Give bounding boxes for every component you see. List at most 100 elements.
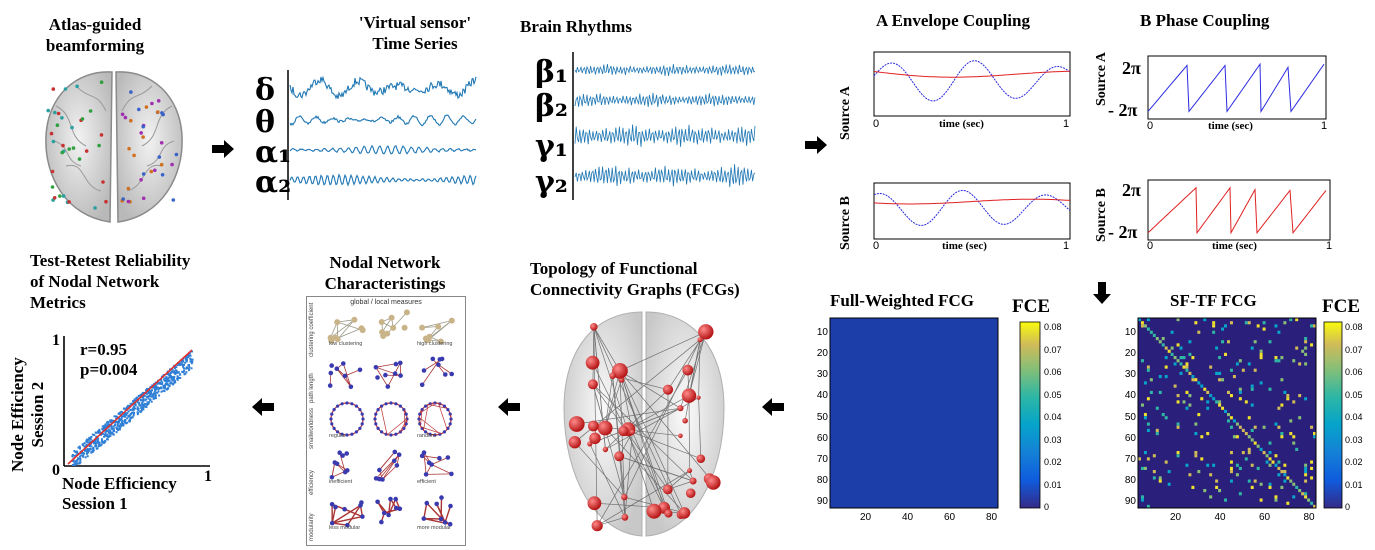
scatter-point <box>102 441 105 444</box>
scatter-point <box>92 449 95 452</box>
scatter-point <box>115 431 118 434</box>
arrow-left-icon <box>252 398 274 416</box>
scatter-point <box>128 420 131 423</box>
fcg-cell <box>1188 340 1192 344</box>
scatter-point <box>187 356 190 359</box>
full-fcg-cbar-label: FCE <box>1012 296 1050 317</box>
scatter-point <box>159 381 162 384</box>
network-edge <box>436 402 442 405</box>
fcg-cell <box>1277 466 1281 470</box>
fcg-cell <box>1247 416 1251 420</box>
fcg-edge <box>619 370 626 518</box>
atlas-node <box>77 157 82 161</box>
tick-label: 40 <box>1124 390 1136 402</box>
scatter-point <box>187 367 190 370</box>
tick-label: 60 <box>816 432 828 444</box>
scatter-point <box>118 424 121 427</box>
network-node <box>402 408 406 412</box>
network-node <box>329 475 335 480</box>
envelope-b-x1: 1 <box>1063 240 1070 252</box>
scatter-point <box>124 419 126 422</box>
scatter-point <box>129 413 132 415</box>
scatter-point <box>155 384 158 387</box>
fcg-cell <box>1158 476 1162 480</box>
fcg-cell <box>1164 375 1168 379</box>
tick-label: 40 <box>1214 512 1226 523</box>
atlas-brain-image <box>45 71 183 223</box>
colorbar-tick-label: 0.01 <box>1044 479 1062 490</box>
network-edge <box>332 522 348 526</box>
network-node <box>380 333 387 339</box>
fcg-cell <box>1224 324 1227 328</box>
fcg-cell <box>1167 470 1171 474</box>
fcg-cell <box>1188 352 1192 356</box>
fcg-cell <box>1280 403 1284 407</box>
network-edge <box>431 464 452 475</box>
colorbar-tick-label: 0.07 <box>1044 344 1062 355</box>
envelope-signal-line <box>873 60 1071 102</box>
scatter-point <box>191 350 193 353</box>
envelope-a-x1: 1 <box>1063 118 1070 130</box>
scatter-point <box>104 434 106 437</box>
scatter-point <box>91 433 94 436</box>
scatter-point <box>140 393 143 396</box>
scatter-point <box>154 394 157 397</box>
fcg-cell <box>1310 460 1314 464</box>
network-edge <box>331 504 361 524</box>
scatter-point <box>156 386 159 389</box>
fcg-edge <box>619 370 714 483</box>
fcg-cell <box>1227 419 1230 423</box>
network-node <box>394 402 398 406</box>
network-node <box>329 502 335 507</box>
fcg-cell <box>1292 359 1296 363</box>
network-node <box>345 401 349 405</box>
scatter-point <box>85 452 88 455</box>
fcg-cell <box>1173 384 1177 388</box>
full-fcg-title: Full-Weighted FCG <box>830 291 975 310</box>
scatter-point <box>107 428 110 431</box>
correlation-p-label: p=0.004 <box>80 360 138 379</box>
fcg-cell <box>1176 451 1180 455</box>
scatter-point <box>89 447 92 450</box>
virtual-sensor-trace <box>289 114 477 127</box>
network-edge <box>436 503 446 523</box>
fcg-cell <box>1253 340 1257 344</box>
fcg-cell <box>1292 495 1296 499</box>
fcg-cell <box>1250 384 1254 388</box>
scatter-point <box>115 415 118 418</box>
atlas-node <box>132 153 136 158</box>
fcg-cell <box>1250 346 1254 350</box>
fcg-node <box>664 509 673 518</box>
scatter-point <box>142 399 144 402</box>
scatter-point <box>186 366 189 369</box>
scatter-point <box>177 376 180 379</box>
atlas-node <box>123 115 128 120</box>
scatter-point <box>170 370 173 373</box>
fcg-cell <box>1280 435 1284 439</box>
network-edge <box>422 455 440 459</box>
fcg-cell <box>1197 413 1201 417</box>
scatter-point <box>109 432 112 434</box>
fcg-cell <box>1244 400 1248 404</box>
network-edge <box>379 451 396 471</box>
scatter-point <box>163 387 166 390</box>
fcg-node <box>621 493 628 501</box>
scatter-point <box>160 386 163 389</box>
scatter-point <box>91 449 94 452</box>
scatter-point <box>182 365 185 368</box>
scatter-point <box>74 460 77 463</box>
scatter-point <box>147 391 150 393</box>
nodal-row-label: smallworldness <box>309 407 315 449</box>
scatter-point <box>129 417 132 420</box>
fcg-cell <box>1212 324 1216 328</box>
fcg-cell <box>1140 324 1144 328</box>
network-node <box>421 368 427 373</box>
fcg-cell <box>1218 378 1222 382</box>
scatter-point <box>78 461 81 464</box>
scatter-point <box>130 411 133 414</box>
fcg-cell <box>1259 447 1263 451</box>
fcg-cell <box>1221 406 1225 410</box>
scatter-point <box>117 429 120 432</box>
phase-a-ytop: 2π <box>1122 58 1141 78</box>
network-node <box>329 363 334 368</box>
